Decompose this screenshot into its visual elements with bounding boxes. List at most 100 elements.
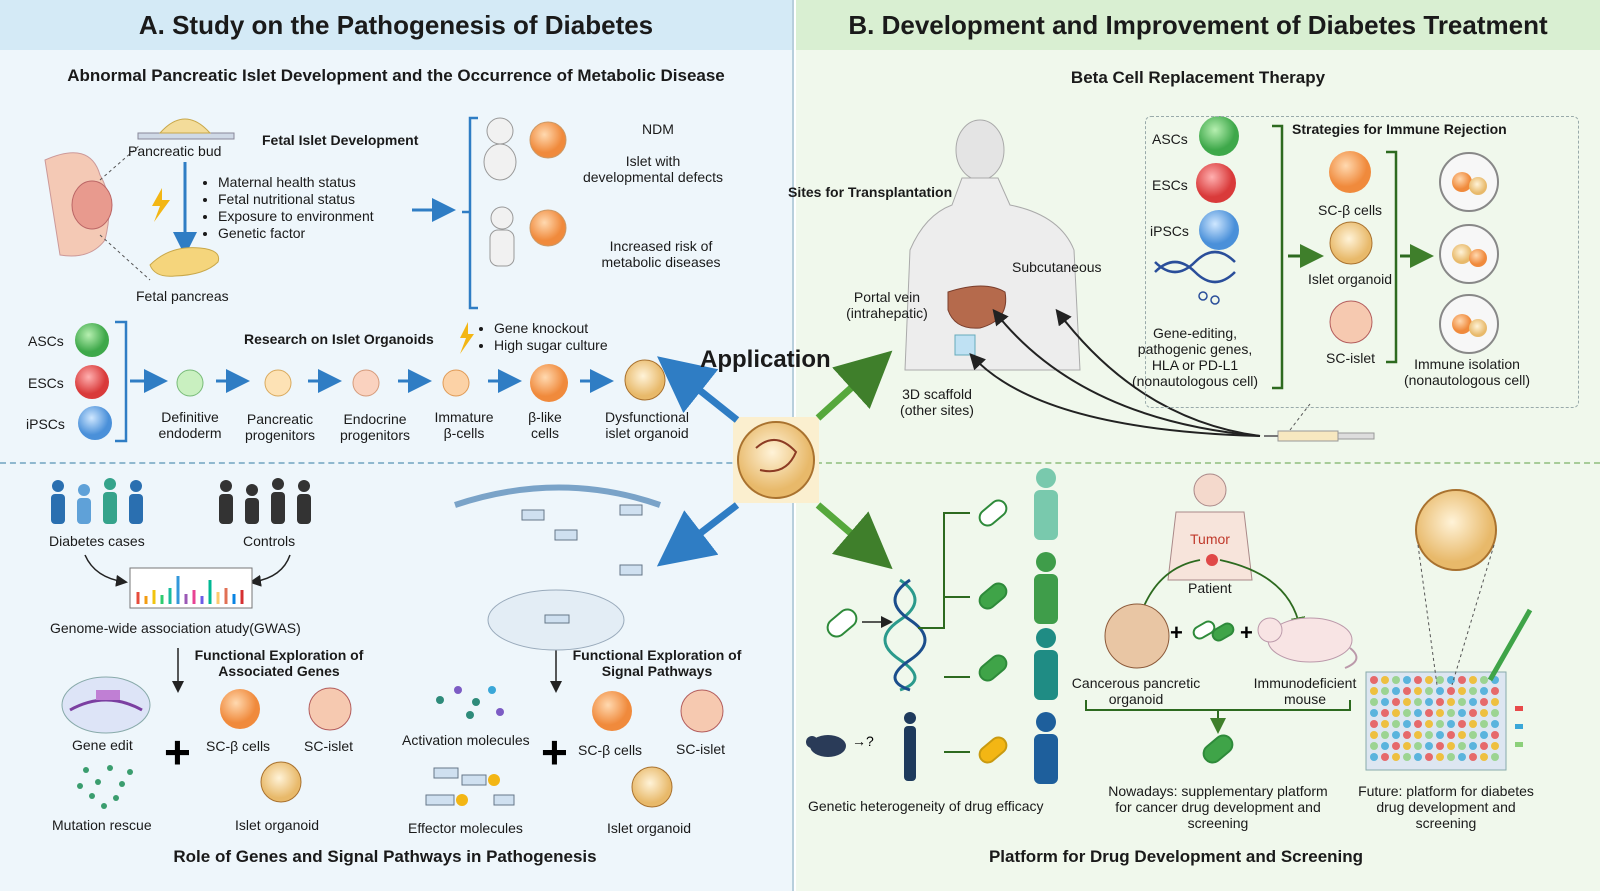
center-islet-organoid-icon: [737, 421, 815, 499]
fetal-pancreas-label: Fetal pancreas: [136, 288, 229, 304]
escs-cluster-icon: [75, 365, 109, 399]
well: [1425, 676, 1433, 684]
child-icon: [489, 206, 567, 267]
immature-beta-cells-icon: [442, 369, 470, 397]
panel-b-section2-title: Platform for Drug Development and Screen…: [988, 847, 1364, 866]
well: [1469, 709, 1477, 717]
infant-icon: [483, 117, 567, 181]
well: [1436, 720, 1444, 728]
well: [1414, 731, 1422, 739]
human-body-icon: [904, 119, 1081, 371]
well: [1469, 676, 1477, 684]
plus-icon: +: [541, 726, 568, 778]
factor-list: Maternal health status Fetal nutritional…: [202, 174, 374, 242]
well-plate-icon: [1365, 671, 1523, 771]
lightning-icon: [460, 322, 474, 354]
panel-b-title: B. Development and Improvement of Diabet…: [796, 0, 1600, 50]
immune-isolation-label: Immune isolation(nonautologous cell): [1403, 356, 1531, 388]
diabetes-cases-people-icon: [51, 478, 143, 524]
islet-organoid-icon: [631, 766, 673, 808]
well: [1491, 687, 1499, 695]
well: [1403, 753, 1411, 761]
sc-beta-cells-icon: [220, 689, 260, 729]
ndm-label: NDM: [642, 121, 674, 137]
well: [1414, 742, 1422, 750]
well: [1469, 742, 1477, 750]
pills-icon: [1192, 620, 1235, 642]
factor-item: Genetic factor: [218, 225, 374, 242]
immunodeficient-mouse-icon: [1257, 617, 1358, 669]
well: [1480, 698, 1488, 706]
well: [1491, 731, 1499, 739]
sc-beta-cells-icon: [592, 691, 632, 731]
pill-icon: [978, 499, 1008, 527]
sc-islet-label: SC-islet: [676, 741, 726, 757]
well: [1370, 742, 1378, 750]
well: [1370, 731, 1378, 739]
well: [1381, 742, 1389, 750]
escs-label: ESCs: [1152, 177, 1188, 193]
well: [1480, 709, 1488, 717]
fetal-islet-dev-label: Fetal Islet Development: [262, 132, 419, 148]
well: [1480, 731, 1488, 739]
well: [1425, 742, 1433, 750]
well: [1403, 742, 1411, 750]
diabetes-cases-label: Diabetes cases: [49, 533, 145, 549]
ascs-cluster-icon: [75, 323, 109, 357]
ascs-label: ASCs: [1152, 131, 1188, 147]
islet-organoid-icon: [1329, 221, 1373, 265]
well: [1491, 709, 1499, 717]
portal-vein-label: Portal vein(intrahepatic): [846, 289, 928, 321]
ascs-cluster-icon: [1199, 116, 1239, 156]
well: [1381, 698, 1389, 706]
pancreatic-bud-icon: [137, 118, 235, 140]
well: [1381, 731, 1389, 739]
well: [1469, 720, 1477, 728]
well: [1436, 698, 1444, 706]
strategies-title: Strategies for Immune Rejection: [1292, 121, 1507, 137]
well: [1425, 731, 1433, 739]
well: [1370, 720, 1378, 728]
well: [1458, 676, 1466, 684]
well: [1392, 753, 1400, 761]
well: [1469, 753, 1477, 761]
well: [1381, 720, 1389, 728]
well: [1491, 720, 1499, 728]
well: [1436, 676, 1444, 684]
culture-item: High sugar culture: [494, 337, 608, 354]
well: [1425, 698, 1433, 706]
islet-organoid-label: Islet organoid: [1308, 271, 1393, 287]
well: [1370, 698, 1378, 706]
gene-editing-label: Gene-editing,pathogenic genes,HLA or PD-…: [1131, 325, 1259, 389]
well: [1447, 709, 1455, 717]
well: [1370, 753, 1378, 761]
sc-islet-icon: [680, 689, 724, 733]
panel-a-section2-title: Role of Genes and Signal Pathways in Pat…: [173, 847, 597, 866]
well: [1480, 676, 1488, 684]
well: [1425, 687, 1433, 695]
controls-people-icon: [219, 478, 311, 524]
well: [1447, 731, 1455, 739]
dysfunctional-organoid-icon: [624, 359, 666, 401]
dna-helix-icon: [883, 578, 927, 692]
tumor-label: Tumor: [1190, 531, 1230, 547]
well: [1392, 742, 1400, 750]
sc-islet-icon: [308, 687, 352, 731]
panel-b-divider: [796, 462, 1600, 464]
well: [1403, 698, 1411, 706]
mutation-rescue-label: Mutation rescue: [52, 817, 152, 833]
factor-item: Exposure to environment: [218, 208, 374, 225]
pill-icon: [978, 736, 1008, 764]
well: [1458, 720, 1466, 728]
pancreatic-bud-label: Pancreatic bud: [128, 143, 222, 159]
dna-scissors-icon: [1154, 250, 1236, 305]
controls-label: Controls: [243, 533, 296, 549]
effector-molecules-icon: [425, 767, 515, 806]
beta-like-cells-icon: [530, 364, 568, 402]
fetal-pancreas-icon: [149, 247, 220, 277]
